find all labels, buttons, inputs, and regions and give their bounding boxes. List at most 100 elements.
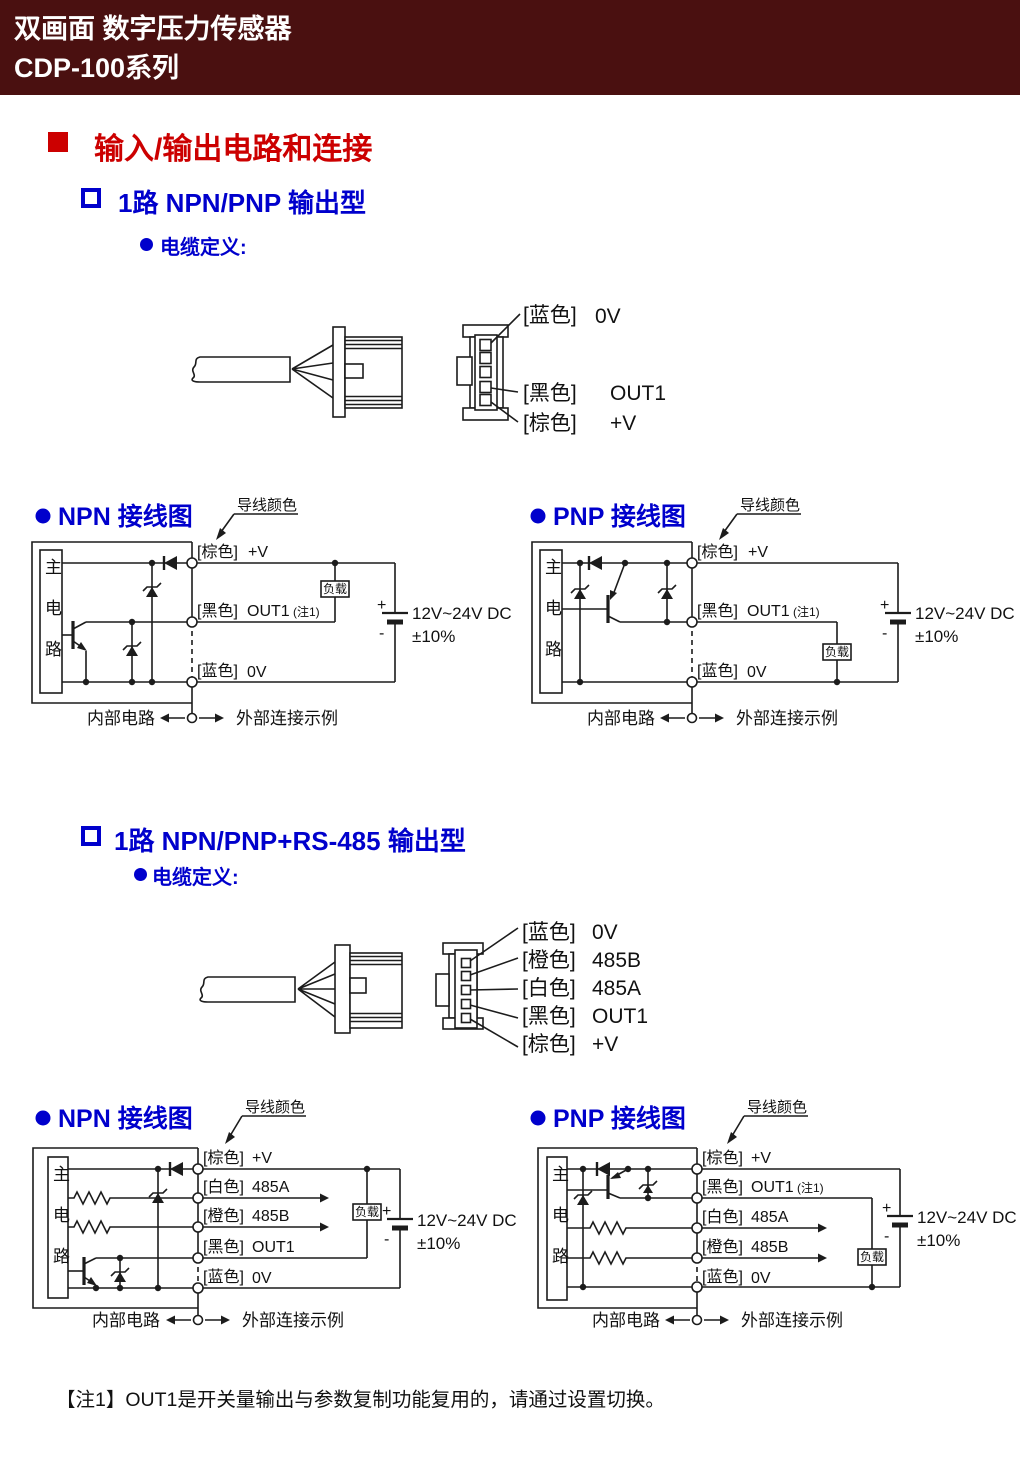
plus-sign: + (880, 597, 889, 614)
wire-black-sig: OUT1 (247, 603, 290, 620)
pin-black-signal: OUT1 (592, 1005, 648, 1028)
wire-orange: [橙色] (203, 1207, 244, 1225)
pnp1-bullet-icon (530, 508, 546, 524)
battery-icon (887, 1169, 913, 1287)
wire-orange: [橙色] (702, 1238, 743, 1256)
pin-white-label: [白色] (522, 977, 576, 1000)
main-circuit-label: 主电路 (549, 1165, 568, 1288)
pnp2-bullet-icon (530, 1110, 546, 1126)
supply-tolerance: ±10% (412, 627, 455, 646)
supply-tolerance: ±10% (915, 627, 958, 646)
wire-blue: [蓝色] (203, 1268, 244, 1286)
wire-brown-sig: +V (751, 1150, 771, 1167)
cable-connector-diagram-2: [蓝色] 0V [橙色] 485B [白色] 485A [黑色] OUT1 [棕… (199, 921, 648, 1056)
pin-leader-lines (469, 927, 519, 1048)
pin-black-label: [黑色] (522, 1005, 576, 1028)
internal-label: 内部电路 (592, 1311, 660, 1330)
npn1-circuit: NPN 接线图 导线颜色 (31, 497, 512, 728)
wire-black-note: (注1) (797, 1180, 824, 1195)
external-circuit: 负载 + - 12V~24V DC ±10% (203, 1165, 517, 1289)
main-circuit-box (39, 549, 63, 694)
callout-leader (229, 1115, 306, 1137)
internal-circuit (562, 556, 692, 686)
wire-black: [黑色] (197, 602, 238, 620)
wire-brown: [棕色] (203, 1149, 244, 1167)
socket-icon (456, 324, 509, 421)
npn-wiring-diagram-1: NPN 接线图 导线颜色 (30, 490, 520, 740)
supply-tolerance: ±10% (917, 1231, 960, 1250)
header-series: CDP-100系列 (14, 53, 180, 83)
header-title: 双画面 数字压力传感器 (14, 14, 292, 44)
wire-black: [黑色] (697, 602, 738, 620)
sub1-title: 1路 NPN/PNP 输出型 (118, 188, 367, 218)
pin-blue-signal: 0V (592, 921, 618, 944)
external-circuit: 负载 + - 12V~24V DC ±10% (702, 1168, 1017, 1291)
load-label: 负载 (355, 1205, 379, 1219)
rs485a-arrow-icon (818, 1223, 827, 1233)
main-circuit-label: 主电路 (42, 558, 61, 681)
load-box (822, 643, 852, 661)
load-label: 负载 (323, 582, 347, 596)
wire-blue: [蓝色] (697, 662, 738, 680)
pin-black-signal: OUT1 (610, 382, 666, 405)
sub1-cable-bullet-icon (140, 238, 153, 251)
supply-voltage: 12V~24V DC (917, 1208, 1017, 1227)
rs485b-arrow-icon (818, 1253, 827, 1263)
internal-label: 内部电路 (92, 1311, 160, 1330)
wire-brown: [棕色] (197, 543, 238, 561)
boundary-marker (160, 712, 224, 724)
pnp2-title: PNP 接线图 (553, 1104, 686, 1133)
sub1-cable-label: 电缆定义: (160, 237, 247, 259)
wire-black-sig: OUT1 (747, 603, 790, 620)
rs485b-arrow-icon (320, 1222, 329, 1232)
wire-black-sig: OUT1 (252, 1239, 295, 1256)
pnp-wiring-diagram-2: PNP 接线图 导线颜色 (520, 1095, 1020, 1350)
external-circuit: 负载 + - 12V~24V DC ±10% (697, 562, 1015, 686)
battery-icon (885, 563, 911, 682)
callout-arrow-icon (225, 1132, 235, 1144)
rs485a-arrow-icon (320, 1193, 329, 1203)
callout-leader (220, 513, 298, 533)
wire-black-note: (注1) (293, 604, 320, 619)
wire-brown-sig: +V (248, 544, 268, 561)
callout-arrow-icon (727, 1132, 737, 1144)
load-box (320, 580, 350, 598)
wire-brown-sig: +V (252, 1150, 272, 1167)
load-label: 负载 (860, 1250, 884, 1264)
wire-blue-sig: 0V (747, 664, 767, 681)
wire-blue-sig: 0V (252, 1270, 272, 1287)
pin-blue-label: [蓝色] (522, 921, 576, 944)
callout-leader (731, 1115, 808, 1137)
plug-icon (332, 326, 403, 418)
minus-sign: - (384, 1231, 389, 1248)
battery-icon (382, 563, 408, 682)
pin-brown-label: [棕色] (522, 1033, 576, 1056)
boundary-marker (166, 1314, 230, 1326)
wire-color-callout: 导线颜色 (747, 1099, 807, 1116)
sub2-cable-label: 电缆定义: (152, 867, 239, 889)
wire-white: [白色] (203, 1178, 244, 1196)
external-label: 外部连接示例 (236, 709, 338, 728)
cable-icon (199, 961, 336, 1018)
main-circuit-box (539, 549, 563, 694)
pin-blue-signal: 0V (595, 305, 621, 328)
plus-sign: + (382, 1203, 391, 1220)
supply-voltage: 12V~24V DC (915, 604, 1015, 623)
wire-brown: [棕色] (702, 1149, 743, 1167)
npn2-title: NPN 接线图 (58, 1104, 193, 1133)
wire-blue: [蓝色] (197, 662, 238, 680)
supply-voltage: 12V~24V DC (417, 1211, 517, 1230)
load-label: 负载 (825, 645, 849, 659)
pin-black-label: [黑色] (523, 382, 577, 405)
cable-icon (191, 344, 334, 399)
external-label: 外部连接示例 (242, 1311, 344, 1330)
plus-sign: + (882, 1200, 891, 1217)
internal-circuit (62, 556, 192, 686)
supply-voltage: 12V~24V DC (412, 604, 512, 623)
boundary-marker (665, 1314, 729, 1326)
socket-icon (435, 942, 484, 1030)
sub1-bullet-icon (81, 188, 101, 208)
pin-white-signal: 485A (592, 977, 641, 1000)
plug-icon (334, 944, 403, 1034)
wire-orange-sig: 485B (751, 1239, 788, 1256)
